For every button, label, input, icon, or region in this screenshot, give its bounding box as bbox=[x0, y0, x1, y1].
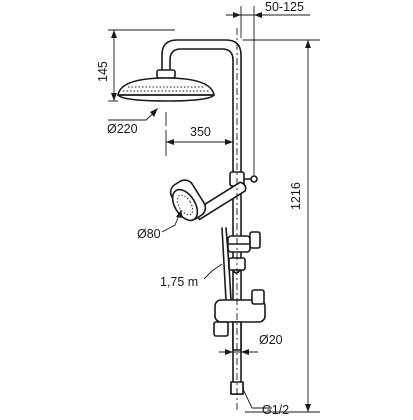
arm-reach-label: 350 bbox=[190, 125, 211, 139]
leader-hand-shower-diameter: Ø80 bbox=[137, 210, 183, 241]
dimension-head-height: 145 bbox=[96, 29, 175, 102]
hand-shower-diameter-label: Ø80 bbox=[137, 227, 161, 241]
head-diameter-label: Ø220 bbox=[107, 122, 138, 136]
connection-thread-label: G1/2 bbox=[262, 403, 289, 417]
hand-shower-holder bbox=[227, 231, 261, 274]
wall-distance-label: 50-125 bbox=[265, 0, 304, 14]
dimension-arm-reach: 350 bbox=[165, 125, 233, 156]
dimension-head-diameter: Ø220 bbox=[107, 108, 167, 136]
head-height-label: 145 bbox=[96, 61, 110, 82]
hand-shower bbox=[169, 179, 247, 222]
leader-hose-length: 1,75 m bbox=[160, 263, 223, 289]
shower-head bbox=[117, 69, 215, 102]
dimension-wall-distance: 50-125 bbox=[226, 0, 310, 175]
leader-riser-diameter: Ø20 bbox=[219, 333, 283, 355]
hose-length-label: 1,75 m bbox=[160, 275, 198, 289]
thermostatic-mixer bbox=[213, 289, 266, 351]
riser-diameter-label: Ø20 bbox=[259, 333, 283, 347]
total-height-label: 1216 bbox=[289, 182, 303, 210]
dimension-total-height: 1216 bbox=[243, 39, 320, 413]
shower-hose bbox=[221, 227, 232, 301]
leader-connection-thread: G1/2 bbox=[242, 388, 289, 417]
